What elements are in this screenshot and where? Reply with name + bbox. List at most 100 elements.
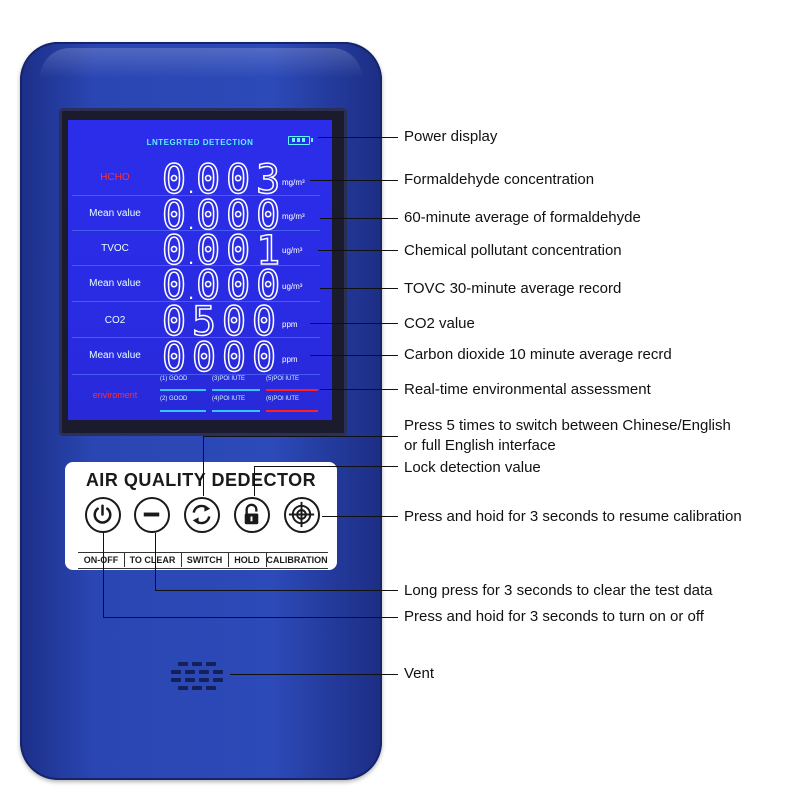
lcd-digit: 0 [195,157,221,203]
clear-button[interactable] [134,497,170,533]
row-label: TVOC [101,243,129,254]
switch-arrows-icon [192,504,211,525]
label-separator [228,552,229,567]
decimal-point: . [188,244,195,269]
lcd-digit: 0 [191,335,217,381]
lcd-digit: 0 [225,228,251,274]
calibration-button[interactable] [284,497,320,533]
callout-line [103,617,398,618]
callout-line [103,533,104,618]
hold-button-label: HOLD [234,555,260,565]
callout-formaldehyde-average: 60-minute average of formaldehyde [404,209,641,226]
lcd-digit: 0 [161,299,187,345]
callout-lock: Lock detection value [404,459,541,476]
lcd-digit: 1 [255,228,281,274]
label-separator [181,552,182,567]
clear-button-label: TO CLEAR [129,555,176,565]
screen-title: LNTEGRTED DETECTION [146,138,254,147]
env-bar-2 [160,410,206,412]
target-icon [288,501,315,528]
battery-icon [288,136,313,145]
callout-line [254,466,398,467]
lock-icon [244,503,259,525]
row-unit: ug/m³ [282,246,303,255]
switch-button-label: SWITCH [186,555,223,565]
callout-line [203,436,398,437]
callout-line [254,466,255,496]
lcd-digit: 0 [161,335,187,381]
row-unit: mg/m³ [282,178,305,187]
row-unit: mg/m³ [282,212,305,221]
lcd-digit: 0 [225,193,251,239]
row-unit: ppm [282,320,298,329]
row-label: HCHO [100,172,130,183]
callout-tovc-average: TOVC 30-minute average record [404,280,622,297]
callout-line [320,218,398,219]
lcd-digit: 3 [255,157,281,203]
callout-line [230,674,398,675]
device-highlight [40,48,362,78]
callout-environment: Real-time environmental assessment [404,381,651,398]
lcd-digit: 5 [191,299,217,345]
env-bar-5 [266,389,318,391]
lcd-digit: 0 [255,193,281,239]
lcd-digit: 0 [225,263,251,309]
lcd-screen: LNTEGRTED DETECTION [68,120,332,420]
env-bar-1 [160,389,206,391]
power-icon [93,504,112,524]
callout-line [318,137,398,138]
label-separator [266,552,267,567]
lcd-digit: 0 [221,299,247,345]
env-status-5: (5)POI IUTE [266,376,300,382]
callout-line [310,180,398,181]
decimal-point: . [188,209,195,234]
lcd-digit: 0 [161,228,187,274]
callout-line [203,436,204,496]
lcd-digit: 0 [225,157,251,203]
lcd-digit: 0 [161,157,187,203]
callout-formaldehyde: Formaldehyde concentration [404,171,595,188]
panel-title: AIR QUALITY DEDECTOR [85,470,317,490]
screen-divider [72,230,320,231]
screen-divider [72,301,320,302]
lcd-digit: 0 [255,263,281,309]
screen-divider [72,265,320,266]
callout-co2: CO2 value [404,315,475,332]
env-bar-6 [266,410,318,412]
callout-line [310,355,398,356]
label-separator [124,552,125,567]
env-bar-3 [212,389,260,391]
env-status-2: (2) GOOD [160,396,188,402]
row-label: CO2 [104,315,126,326]
callout-line [318,250,398,251]
switch-button[interactable] [184,497,220,533]
decimal-point: . [188,279,195,304]
callout-power: Press and hoid for 3 seconds to turn on … [404,608,704,625]
env-status-1: (1) GOOD [160,376,188,382]
callout-line [155,533,156,590]
hold-button[interactable] [234,497,270,533]
callout-switch-line2: or full English interface [404,437,556,454]
callout-clear: Long press for 3 seconds to clear the te… [404,582,713,599]
callout-line [320,288,398,289]
callout-calibration: Press and hoid for 3 seconds to resume c… [404,508,742,525]
lcd-digit: 0 [195,263,221,309]
button-label-strip [78,552,328,569]
screen-divider [72,337,320,338]
env-bar-4 [212,410,260,412]
power-button[interactable] [85,497,121,533]
callout-chemical-pollutant: Chemical pollutant concentration [404,242,622,259]
lcd-digit: 0 [251,299,277,345]
screen-divider [72,374,320,375]
minus-icon [143,512,160,517]
power-button-label: ON-OFF [83,555,119,565]
callout-line [320,389,398,390]
row-label: Mean value [89,278,141,289]
env-status-6: (6)POI IUTE [266,396,300,402]
